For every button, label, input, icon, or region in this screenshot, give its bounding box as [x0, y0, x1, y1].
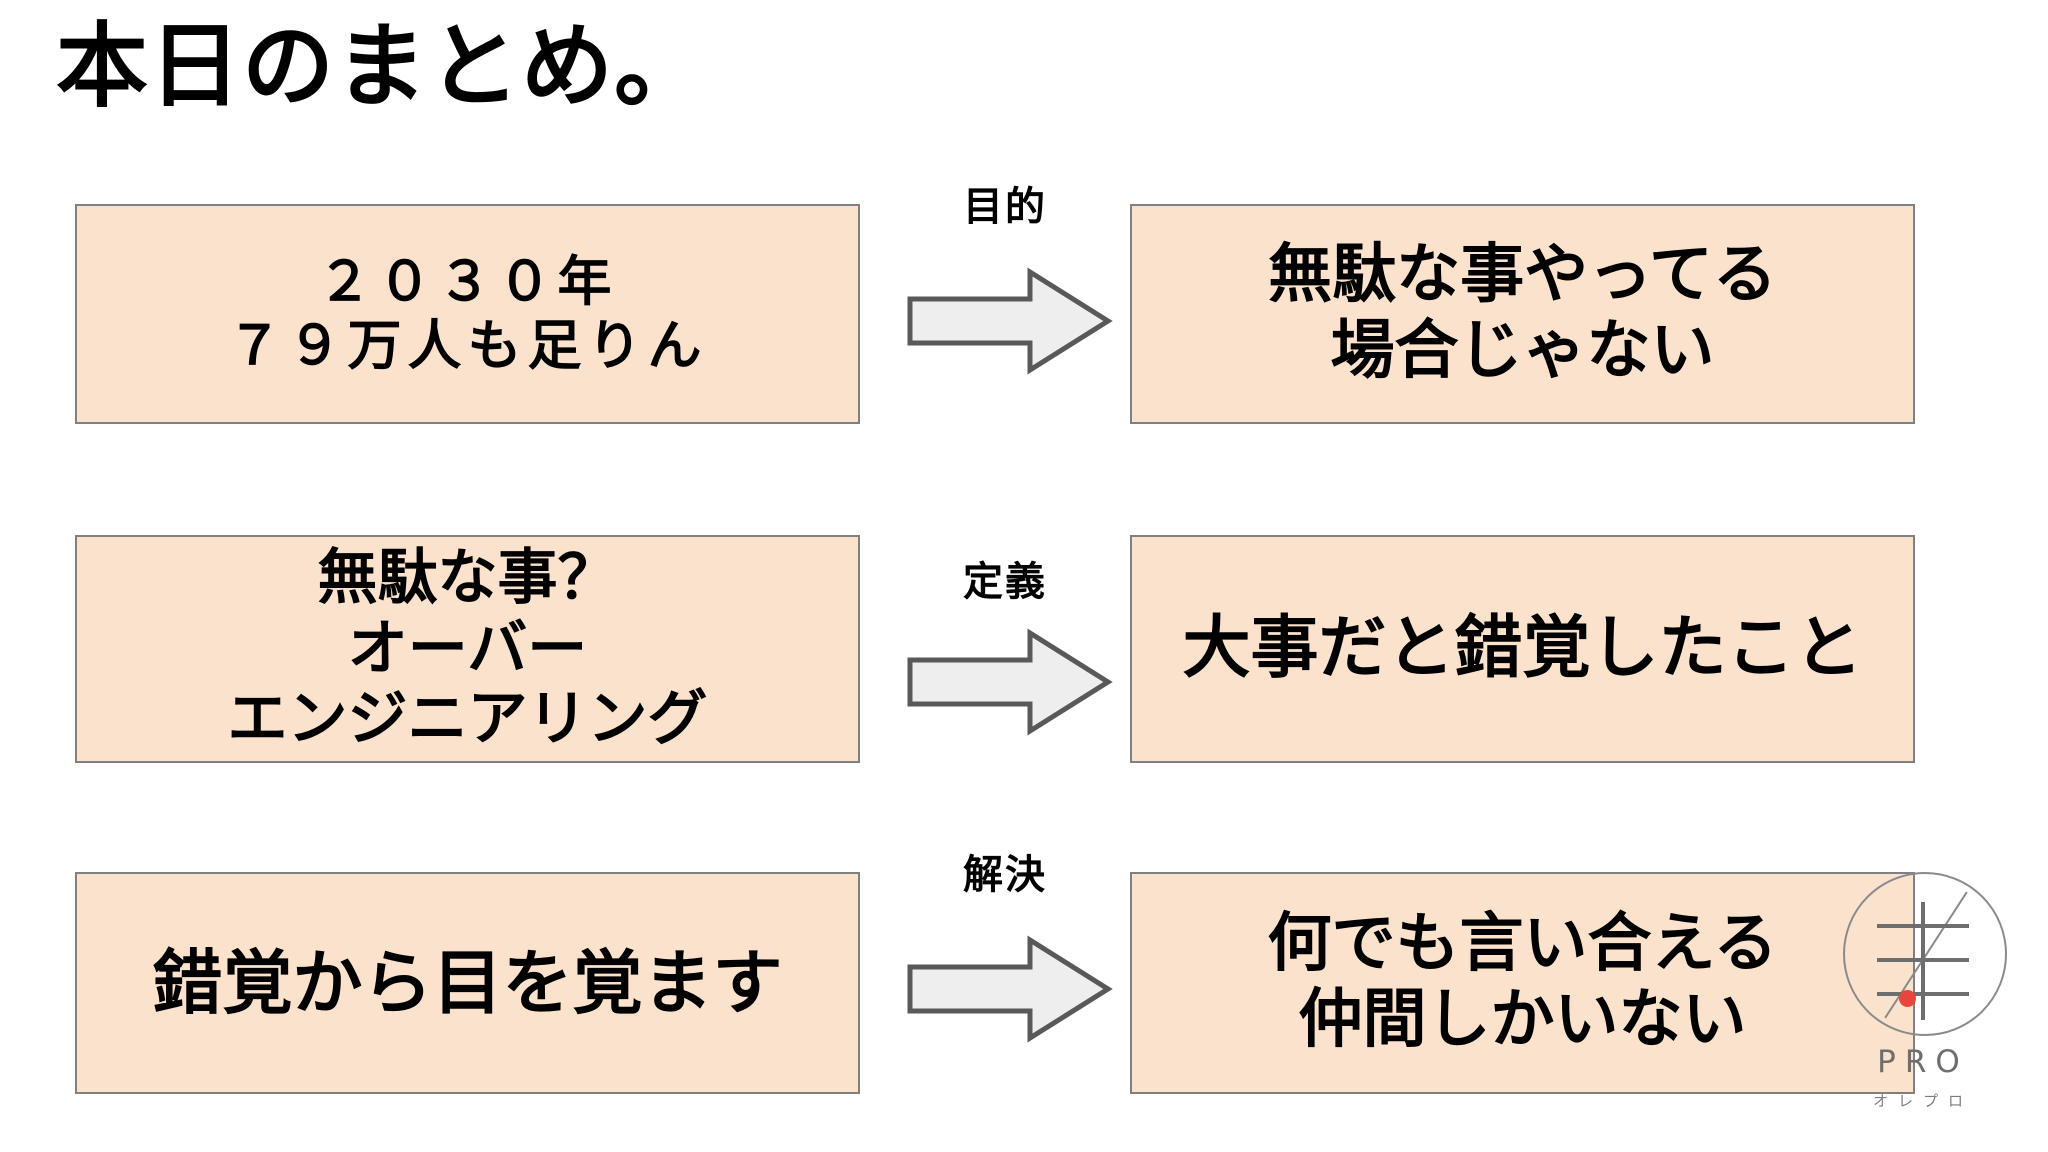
row-2-right-card: 大事だと錯覚したこと: [1130, 535, 1915, 763]
row-2-left-line-1: 無駄な事？: [317, 542, 618, 613]
row-2-connector: 定義: [880, 535, 1130, 760]
row-3-right-line-2: 仲間しかいない: [1298, 983, 1747, 1057]
summary-row-1: ２０３０年 ７９万人も足りん 目的 無駄な事やってる 場合じゃない: [0, 184, 2048, 429]
row-1-left-line-1: ２０３０年: [317, 250, 618, 314]
logo-accent-dot-icon: [1899, 990, 1916, 1007]
page-title: 本日のまとめ。: [56, 13, 708, 120]
row-1-right-line-2: 場合じゃない: [1330, 314, 1715, 388]
brand-logo: PRO オレプロ: [1818, 862, 2028, 1142]
row-1-right-card: 無駄な事やってる 場合じゃない: [1130, 204, 1915, 424]
orepro-emblem-icon: [1843, 872, 2011, 1040]
logo-bar-vertical: [1921, 902, 1925, 1020]
row-2-left-line-2: オーバー: [347, 613, 588, 684]
right-arrow-icon: [904, 266, 1114, 376]
logo-subtext: オレプロ: [1872, 1092, 1973, 1110]
right-arrow-icon: [904, 934, 1114, 1044]
row-1-right-line-1: 無駄な事やってる: [1268, 238, 1777, 313]
row-2-left-card: 無駄な事？ オーバー エンジニアリング: [75, 535, 860, 763]
row-3-right-card: 何でも言い合える 仲間しかいない: [1130, 872, 1915, 1094]
row-1-connector: 目的: [880, 184, 1130, 429]
row-3-right-line-1: 何でも言い合える: [1267, 907, 1778, 982]
row-2-right-line-1: 大事だと錯覚したこと: [1182, 608, 1863, 688]
row-3-left-line-1: 錯覚から目を覚ます: [152, 941, 783, 1024]
row-3-connector: 解決: [880, 852, 1130, 1097]
logo-circle-icon: [1843, 872, 2007, 1036]
row-1-left-line-2: ７９万人も足りん: [227, 314, 708, 377]
row-3-connector-label: 解決: [963, 852, 1047, 898]
row-3-left-card: 錯覚から目を覚ます: [75, 872, 860, 1094]
right-arrow-icon: [904, 627, 1114, 737]
row-2-connector-label: 定義: [963, 559, 1047, 605]
row-2-left-line-3: エンジニアリング: [227, 684, 708, 755]
row-1-connector-label: 目的: [963, 184, 1047, 230]
summary-row-3: 錯覚から目を覚ます 解決 何でも言い合える 仲間しかいない: [0, 852, 2048, 1097]
summary-row-2: 無駄な事？ オーバー エンジニアリング 定義 大事だと錯覚したこと: [0, 535, 2048, 763]
logo-wordmark: PRO: [1877, 1044, 1969, 1080]
row-1-left-card: ２０３０年 ７９万人も足りん: [75, 204, 860, 424]
